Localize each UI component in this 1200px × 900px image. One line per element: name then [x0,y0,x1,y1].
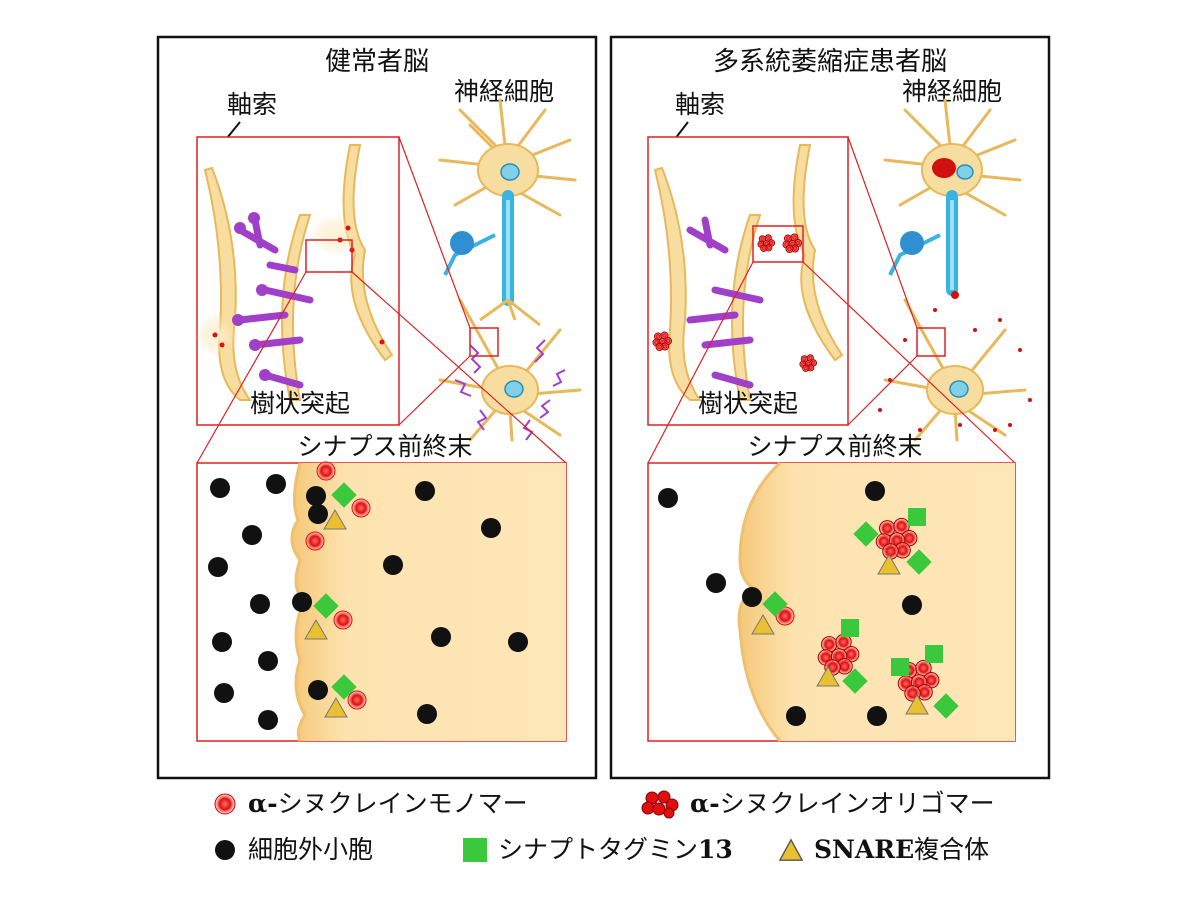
msa-panel: 多系統萎縮症患者脳 神経細胞 軸索 [609,35,1051,780]
snare-mark [905,694,929,715]
vesicle-mark [902,595,922,615]
healthy-neuron-illustration [438,98,582,442]
msa-panel-title: 多系統萎縮症患者脳 [713,47,947,77]
msa-axon-label: 軸索 [675,90,725,119]
vesicle-mark [865,481,885,501]
synaptotagmin-mark [933,693,959,719]
vesicle-mark [250,594,270,614]
legend-monomer-label: シヌクレインモノマー [277,789,528,818]
vesicle-mark [742,587,762,607]
oligomer-mark [875,517,918,560]
vesicle-mark [481,518,501,538]
synaptotagmin-mark [908,508,926,526]
msa-dendrite-label: 樹状突起 [698,389,798,418]
msa-terminal-zoom [647,461,1016,742]
vesicle-mark [258,651,278,671]
vesicle-mark [431,627,451,647]
legend-synaptotagmin-label: シナプトタグミン [498,835,699,864]
legend-oligomer-label: シヌクレインオリゴマー [719,789,995,818]
oligomer-mark [757,234,776,252]
vesicle-mark [258,710,278,730]
vesicle-mark [417,704,437,724]
monomer-mark [305,531,325,551]
snare-mark [877,554,901,575]
legend-synaptotagmin: シナプトタグミン13 [462,835,733,865]
snare-mark [816,666,840,687]
msa-axon-zoom [647,136,1016,464]
oligomer-mark [799,354,818,372]
vesicle-mark [266,474,286,494]
synaptotagmin-mark [891,658,909,676]
vesicle-mark [867,706,887,726]
snare-mark [324,697,348,718]
oligomer-mark [782,233,802,253]
msa-terminal-label: シナプス前終末 [747,432,922,461]
snare-mark [751,614,775,635]
healthy-dendrite-label: 樹状突起 [250,389,350,418]
legend-snare-prefix: SNARE [814,835,915,864]
vesicle-mark [786,706,806,726]
snare-mark [304,619,328,640]
legend-vesicle-label: 細胞外小胞 [248,835,374,864]
monomer-mark [351,498,371,518]
synaptotagmin-mark [906,549,932,575]
vesicle-mark [210,478,230,498]
vesicle-mark [383,555,403,575]
red-circle-icon [214,793,236,815]
synaptotagmin-mark [331,482,357,508]
vesicle-mark [415,481,435,501]
legend-snare-label: 複合体 [914,835,990,864]
msa-neuron-label: 神経細胞 [902,77,1002,106]
synaptotagmin-mark [853,521,879,547]
black-dot-icon [215,840,235,860]
synaptotagmin-mark [842,668,868,694]
vesicle-mark [242,525,262,545]
oligomer-mark [897,659,940,702]
monomer-mark [316,461,336,481]
vesicle-mark [706,573,726,593]
healthy-terminal-label: シナプス前終末 [297,432,472,461]
monomer-mark [775,606,795,626]
yellow-triangle-icon [778,838,804,861]
vesicle-mark [508,632,528,652]
legend-synaptotagmin-suffix: 13 [698,835,733,864]
vesicle-mark [214,683,234,703]
green-square-icon [463,838,487,862]
legend-oligomer: α-シヌクレインオリゴマー [640,789,995,819]
vesicle-mark [308,680,328,700]
monomer-mark [347,690,367,710]
healthy-panel: 健常者脳 神経細胞 軸索 [156,35,598,780]
msa-synapse-zoom-box [752,225,804,263]
vesicle-mark [306,486,326,506]
synaptotagmin-mark [762,591,788,617]
legend-vesicle: 細胞外小胞 [212,835,373,865]
synaptotagmin-mark [841,619,859,637]
vesicle-mark [658,488,678,508]
synaptotagmin-mark [925,645,943,663]
msa-neuron-illustration [878,98,1032,442]
healthy-neuron-label: 神経細胞 [454,77,554,106]
vesicle-mark [212,632,232,652]
vesicle-mark [308,504,328,524]
msa-neuron-zoom-box [916,327,946,357]
monomer-mark [333,610,353,630]
synaptotagmin-mark [331,674,357,700]
healthy-synapse-zoom-box [305,239,353,273]
legend-monomer-prefix: α- [248,789,278,818]
vesicle-mark [208,557,228,577]
legend-monomer: α-シヌクレインモノマー [212,789,528,819]
legend-oligomer-prefix: α- [690,789,720,818]
synaptotagmin-mark [313,593,339,619]
legend-snare: SNARE複合体 [778,835,989,865]
vesicle-mark [292,592,312,612]
healthy-axon-zoom [196,136,567,464]
healthy-neuron-zoom-box [469,327,499,357]
snare-mark [323,509,347,530]
oligomer-mark [652,331,672,351]
healthy-axon-label: 軸索 [227,90,277,119]
red-cluster-icon [641,790,679,819]
healthy-panel-title: 健常者脳 [325,47,429,77]
